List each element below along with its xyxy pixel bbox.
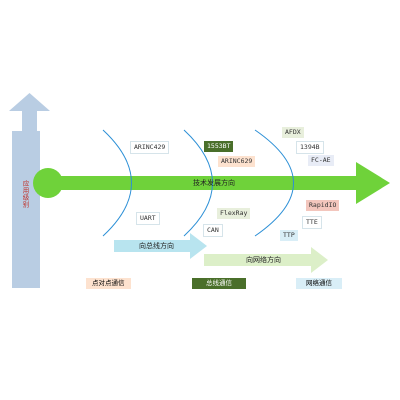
tag-1553bt: 1553BT bbox=[204, 141, 234, 152]
vertical-arrow-shaft bbox=[12, 131, 40, 288]
tag-tte: TTE bbox=[302, 216, 322, 229]
tag-can: CAN bbox=[203, 224, 223, 237]
main-arrow-label: 技术发展方向 bbox=[193, 179, 235, 187]
main-arrow-start-circle bbox=[33, 168, 63, 198]
tag-flexray: FlexRay bbox=[217, 208, 251, 219]
tag-ttp: TTP bbox=[280, 230, 298, 241]
tag-fcae: FC-AE bbox=[308, 155, 334, 166]
bus-direction-label: 向总线方向 bbox=[139, 242, 174, 250]
legend-bus: 总线通信 bbox=[192, 278, 246, 289]
network-direction-arrow bbox=[204, 247, 328, 273]
tag-uart: UART bbox=[136, 212, 160, 225]
curve-point-to-point bbox=[102, 129, 132, 237]
bus-direction-arrow bbox=[114, 233, 207, 259]
tag-1394b: 1394B bbox=[296, 141, 324, 154]
vertical-axis-label: 应用级别 bbox=[21, 180, 29, 208]
curve-bus bbox=[183, 129, 213, 237]
network-direction-label: 向网络方向 bbox=[246, 256, 281, 264]
tag-arinc429: ARINC429 bbox=[130, 141, 170, 154]
legend-network: 网络通信 bbox=[296, 278, 342, 289]
main-arrow bbox=[48, 162, 390, 204]
tag-afdx: AFDX bbox=[282, 127, 304, 138]
legend-point-to-point: 点对点通信 bbox=[86, 278, 131, 289]
vertical-arrow bbox=[9, 93, 50, 134]
curve-network bbox=[254, 129, 294, 237]
tag-arinc629: ARINC629 bbox=[218, 156, 256, 167]
tag-rapidio: RapidIO bbox=[306, 200, 340, 211]
